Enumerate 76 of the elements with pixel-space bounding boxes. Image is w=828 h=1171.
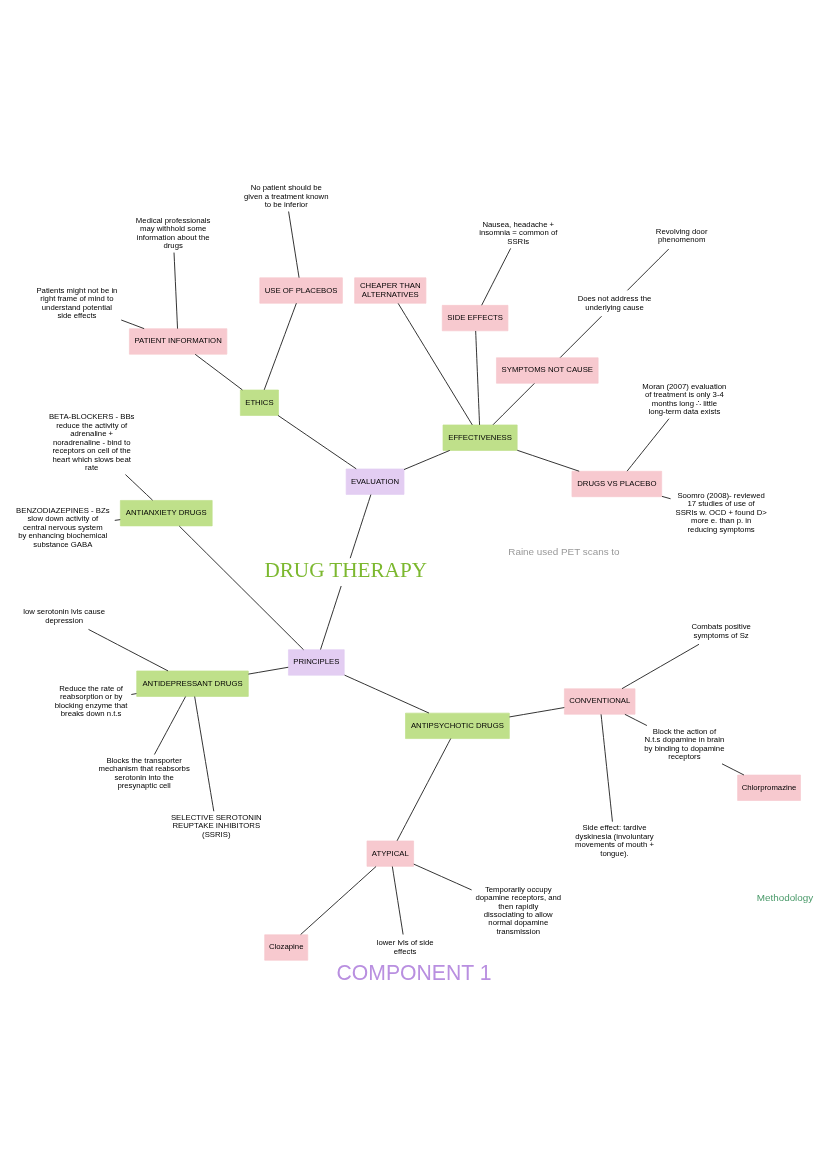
node-box: ANTIDEPRESSANT DRUGS <box>136 670 249 697</box>
label: Methodology <box>756 891 814 903</box>
node-text: DRUG THERAPY <box>264 558 427 583</box>
node-text: Revolving door phenomenom <box>655 226 708 245</box>
connector <box>300 866 377 935</box>
connector <box>114 519 121 521</box>
connector <box>120 319 145 330</box>
node-text: Soomro (2008)- reviewed 17 studies of use of SSRIs w. OCD + found D> more e. than p. in reducing symptoms <box>675 490 767 534</box>
node-box: ETHICS <box>240 389 279 416</box>
node-box: DRUGS VS PLACEBO <box>571 470 663 498</box>
connector <box>263 302 297 391</box>
node-box: SYMPTOMS NOT CAUSE <box>496 357 599 384</box>
node-text: SELECTIVE SEROTONIN REUPTAKE INHIBITORS (SSRIS) <box>170 812 262 839</box>
caption: COMPONENT 1 <box>336 960 492 984</box>
connector <box>624 713 648 726</box>
node-text: Nausea, headache + insomnia = common of SSRIs <box>479 219 558 246</box>
node-box: ANTIANXIETY DRUGS <box>120 500 213 527</box>
node-box: CHEAPER THAN ALTERNATIVES <box>354 277 427 304</box>
node-text: Moran (2007) evaluation of treatment is only 3-4 months long ∴ little long-term data exists <box>642 381 727 417</box>
node-text: Patients might not be in right frame of mind to understand potential side effects <box>36 285 118 320</box>
node-box: USE OF PLACEBOS <box>259 277 343 304</box>
node-box: PRINCIPLES <box>288 649 345 676</box>
node-text: lower lvls of side effects <box>376 938 434 956</box>
node-text: low serotonin lvls cause depression <box>23 607 106 625</box>
connector <box>397 302 473 426</box>
node-box: ANTIPSYCHOTIC DRUGS <box>405 712 510 739</box>
connector <box>516 449 580 472</box>
connector <box>277 415 357 470</box>
connector <box>508 707 565 718</box>
connector <box>492 382 535 426</box>
node-box: CONVENTIONAL <box>564 688 636 715</box>
connector <box>403 449 451 470</box>
connector <box>173 252 178 330</box>
connector <box>600 713 613 823</box>
node-box: SIDE EFFECTS <box>441 305 509 332</box>
node-box: ATYPICAL <box>366 840 414 867</box>
node-text: BETA-BLOCKERS - BBs reduce the activity of adrenaline + noradrenaline - bind to receptors on cell of the heart which slows beat rate <box>48 412 135 473</box>
connector <box>344 674 430 714</box>
label: Raine used PET scans to <box>508 545 620 557</box>
node-text: BENZODIAZEPINES - BZs slow down activity of central nervous system by enhancing biochemical substance GABA <box>16 505 110 549</box>
connector <box>661 495 672 500</box>
node-text: Combats positive symptoms of Sz <box>691 622 751 640</box>
connector <box>413 863 473 891</box>
connector <box>627 248 670 291</box>
node-text: Reduce the rate of reabsorption or by blocking enzyme that breaks down n.t.s <box>54 683 128 719</box>
connector <box>475 330 480 426</box>
connector <box>125 474 154 501</box>
node-box: EFFECTIVENESS <box>442 424 518 451</box>
node-text: No patient should be given a treatment known to be inferior <box>244 183 329 210</box>
node-box: EVALUATION <box>345 468 405 495</box>
connector <box>320 585 342 650</box>
node-box: Clozapine <box>264 934 309 961</box>
connector <box>559 315 602 358</box>
node-text: Medical professionals may withhold some information about the drugs <box>135 215 211 251</box>
connector <box>349 494 372 559</box>
node-text: Does not address the underlying cause <box>577 294 652 312</box>
node-box: PATIENT INFORMATION <box>129 328 228 355</box>
node-text: Block the action of N.t.s dopamine in brain by binding to dopamine receptors <box>644 726 725 762</box>
connector <box>130 693 137 695</box>
node-box: Chlorpromazine <box>737 774 801 801</box>
connector <box>396 738 452 842</box>
connector <box>88 628 169 672</box>
connector <box>178 525 304 651</box>
connector <box>481 247 512 306</box>
connector <box>194 353 243 391</box>
connector <box>626 418 670 472</box>
connector <box>391 866 404 935</box>
node-text: Blocks the transporter mechanism that reabsorbs serotonin into the presynaptic cell <box>98 755 190 791</box>
connector <box>153 696 187 755</box>
connector <box>288 211 300 279</box>
connector <box>621 643 700 690</box>
connector <box>194 696 215 812</box>
node-text: Side effect: tardive dyskinesia (involuntary movements of mouth + tongue). <box>574 823 654 858</box>
node-text: Temporarily occupy dopamine receptors, and then rapidly dissociating to allow normal dopamine transmission <box>475 884 562 936</box>
connector <box>247 666 289 675</box>
connector <box>721 763 745 776</box>
